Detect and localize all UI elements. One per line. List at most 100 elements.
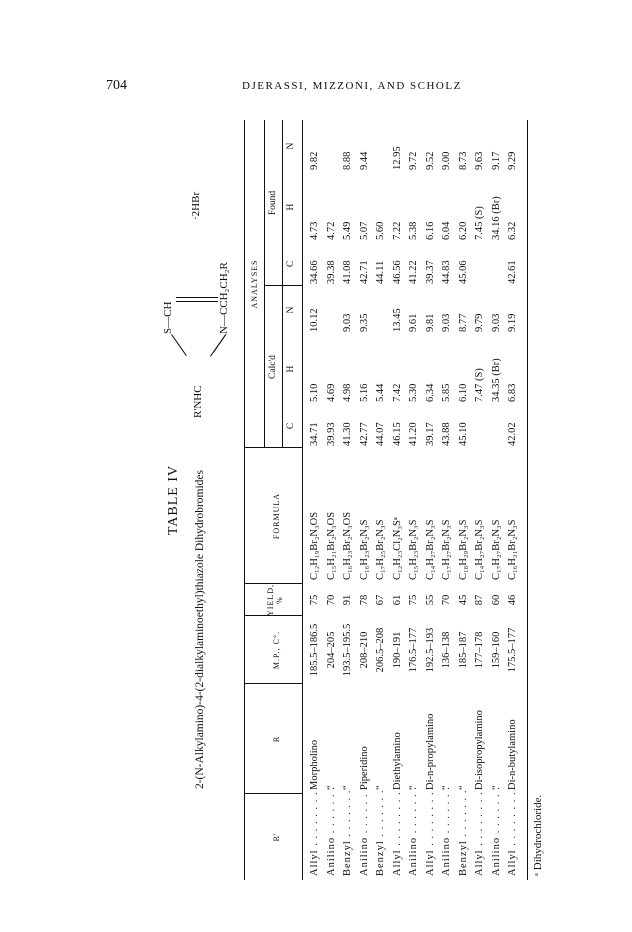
cell-rp: Benzyl . . . . . . . — [457, 789, 469, 877]
cell-fn: 9.29 — [507, 151, 518, 170]
cell-yield: 78 — [358, 594, 370, 606]
cell-rp: Allyl . . . . . . . . — [474, 791, 485, 876]
cell-r: Morpholino — [309, 739, 320, 790]
cell-cn: 9.19 — [507, 313, 518, 332]
struct-bond — [176, 297, 218, 298]
cell-mp: 175.5–177 — [507, 627, 518, 673]
cell-fc: 45.06 — [457, 260, 469, 284]
cell-formula: C₁₇H₂₅Br₂N₃S — [375, 519, 386, 580]
cell-fn: 9.00 — [441, 151, 452, 170]
cell-formula: C₁₆H₂₃Br₂N₃OS — [342, 511, 353, 580]
cell-mp: 208–210 — [358, 631, 370, 669]
cell-formula: C₁₅H₂₃Br₂N₃S — [408, 519, 419, 580]
cell-mp: 185–187 — [457, 631, 469, 669]
page-number: 704 — [106, 78, 127, 93]
cell-mp: 136–138 — [441, 631, 452, 669]
cell-fc: 41.22 — [408, 260, 419, 284]
cell-fh: 34.16 (Br) — [490, 196, 502, 240]
cell-fn: 12.95 — [391, 146, 403, 170]
cell-fc: 41.08 — [342, 260, 353, 284]
struct-n-chain: N—CCH₂CH₂R — [218, 262, 230, 334]
cell-cn: 9.03 — [490, 313, 502, 332]
cell-cc: 44.07 — [375, 422, 386, 446]
header-found: Found — [268, 190, 278, 216]
cell-rp: Anilino . . . . . . . — [408, 786, 419, 876]
cell-fh: 4.72 — [325, 221, 337, 240]
cell-fh: 4.73 — [309, 221, 320, 240]
cell-formula: C₁₆H₂₃Br₂N₃S — [358, 519, 370, 580]
cell-formula: C₁₇H₂₇Br₂N₃S — [490, 519, 502, 580]
cell-mp: 193.5–195.5 — [342, 623, 353, 677]
cell-rp: Anilino . . . . . . . — [358, 786, 370, 876]
header-formula: FORMULA — [272, 492, 281, 540]
cell-cn: 9.35 — [358, 313, 370, 332]
cell-rp: Allyl . . . . . . . . — [507, 791, 518, 876]
cell-fc: 42.61 — [507, 260, 518, 284]
cell-fc: 44.83 — [441, 260, 452, 284]
cell-yield: 70 — [441, 594, 452, 606]
cell-fh: 5.60 — [375, 221, 386, 240]
data-table: R' R M.P., C°. YIELD, % FORMULA ANALYSES… — [244, 120, 528, 880]
cell-formula: C₁₂H₁₉Br₂N₃OS — [309, 511, 320, 580]
rule-analyses — [264, 120, 265, 448]
cell-cn: 8.77 — [457, 313, 469, 332]
thiazole-structure: S—CH ·2HBr R'NHC N—CCH₂CH₂R — [160, 152, 236, 452]
cell-ch: 7.42 — [391, 383, 403, 402]
cell-fc: 46.56 — [391, 260, 403, 284]
cell-r: “ — [408, 785, 419, 790]
cell-ch: 4.98 — [342, 383, 353, 402]
running-header: DJERASSI, MIZZONI, AND SCHOLZ — [242, 80, 462, 92]
cell-mp: 159–160 — [490, 631, 502, 669]
struct-bond — [171, 334, 187, 356]
header-calcd-n: N — [286, 306, 296, 314]
cell-mp: 192.5–193 — [424, 627, 436, 673]
header-r: R — [272, 735, 281, 743]
cell-formula: C₁₄H₂₇Br₂N₃S — [424, 519, 436, 580]
cell-ch: 5.10 — [309, 383, 320, 402]
cell-cn: 10.12 — [309, 308, 320, 332]
cell-cc: 41.20 — [408, 422, 419, 446]
cell-fn: 9.17 — [490, 151, 502, 170]
cell-cc: 34.71 — [309, 422, 320, 446]
cell-fn: 9.63 — [474, 151, 485, 170]
cell-formula: C₁₇H₂₇Br₂N₃S — [441, 519, 452, 580]
cell-yield: 46 — [507, 594, 518, 606]
cell-fn: 9.72 — [408, 151, 419, 170]
cell-ch: 5.16 — [358, 383, 370, 402]
cell-mp: 185.5–186.5 — [309, 623, 320, 677]
cell-yield: 60 — [490, 594, 502, 606]
cell-fc: 39.38 — [325, 260, 337, 284]
cell-cc: 42.77 — [358, 422, 370, 446]
cell-rp: Benzyl . . . . . . . — [375, 789, 386, 877]
cell-fn: 8.73 — [457, 151, 469, 170]
cell-ch: 5.44 — [375, 383, 386, 402]
rotated-table: TABLE IV 2-(N-Alkylamino)-4-(2-dialkylam… — [160, 110, 544, 890]
cell-mp: 177–178 — [474, 631, 485, 669]
cell-fn: 9.82 — [309, 151, 320, 170]
cell-yield: 45 — [457, 594, 469, 606]
cell-ch: 7.47 (S) — [474, 368, 485, 402]
cell-cc: 42.02 — [507, 422, 518, 446]
cell-r: “ — [325, 785, 337, 790]
cell-cc: 45.10 — [457, 422, 469, 446]
header-analyses: ANALYSES — [250, 259, 259, 309]
cell-fh: 7.45 (S) — [474, 206, 485, 240]
cell-ch: 5.30 — [408, 383, 419, 402]
cell-mp: 204–205 — [325, 631, 337, 669]
cell-cn: 9.79 — [474, 313, 485, 332]
cell-fh: 5.38 — [408, 221, 419, 240]
header-mp: M.P., C°. — [272, 630, 281, 670]
cell-yield: 75 — [408, 594, 419, 606]
cell-rp: Anilino . . . . . . . — [441, 786, 452, 876]
cell-mp: 176.5–177 — [408, 627, 419, 673]
cell-yield: 61 — [391, 594, 403, 606]
cell-mp: 206.5–208 — [375, 627, 386, 673]
cell-r: “ — [342, 785, 353, 790]
rule-subgroups — [282, 120, 283, 448]
cell-r: “ — [490, 785, 502, 790]
cell-ch: 6.83 — [507, 383, 518, 402]
cell-fh: 6.20 — [457, 221, 469, 240]
header-calcd-c: C — [286, 422, 296, 430]
rule-top — [244, 120, 245, 880]
table-caption: 2-(N-Alkylamino)-4-(2-dialkylaminoethyl)… — [194, 470, 206, 790]
